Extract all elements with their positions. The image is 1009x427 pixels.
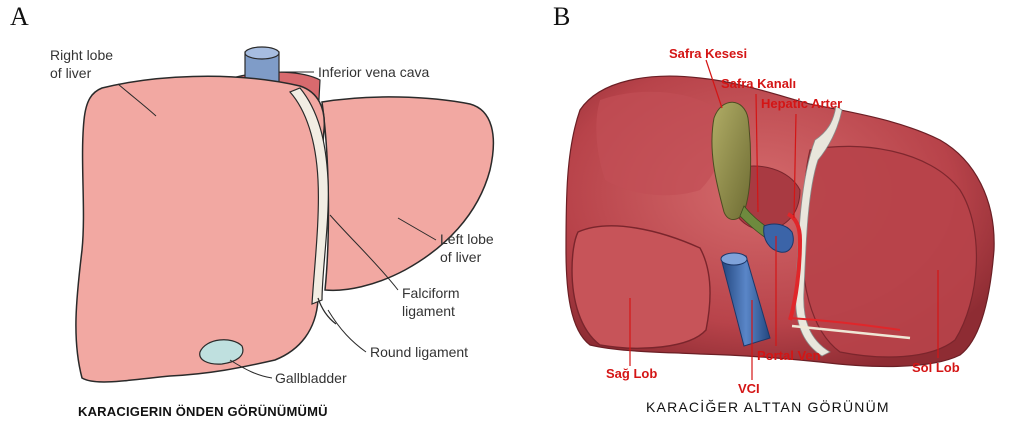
label-sag-lob: Sağ Lob [606,366,657,381]
panel-b-illustration: Safra Kesesi Safra Kanalı Hepatic Arter … [566,46,994,396]
label-sol-lob: Sol Lob [912,360,960,375]
label-gallbladder: Gallbladder [275,370,347,386]
label-vci: VCI [738,381,760,396]
upper-right-lobe [596,92,724,195]
label-left-lobe: Left lobe of liver [440,231,498,265]
inferior-vena-cava [245,47,279,82]
label-right-lobe: Right lobe of liver [50,47,117,81]
label-ivc: Inferior vena cava [318,64,429,80]
round-ligament [318,298,336,324]
leader-round-ligament [328,310,366,352]
label-falciform: Falciform ligament [402,285,463,319]
sag-lob [572,226,710,348]
label-safra-kesesi: Safra Kesesi [669,46,747,61]
right-lobe [76,76,324,382]
caption-panel-b: KARACİĞER ALTTAN GÖRÜNÜM [646,399,890,415]
label-hepatic-arter: Hepatic Arter [761,96,842,111]
panel-a-illustration: Right lobe of liver Inferior vena cava L… [50,47,498,386]
label-portal-ven: Portal Ven [757,348,821,363]
label-round-ligament: Round ligament [370,344,468,360]
caption-panel-a: KARACIGERIN ÖNDEN GÖRÜNÜMÜMÜ [78,404,328,419]
label-safra-kanali: Safra Kanalı [721,76,796,91]
